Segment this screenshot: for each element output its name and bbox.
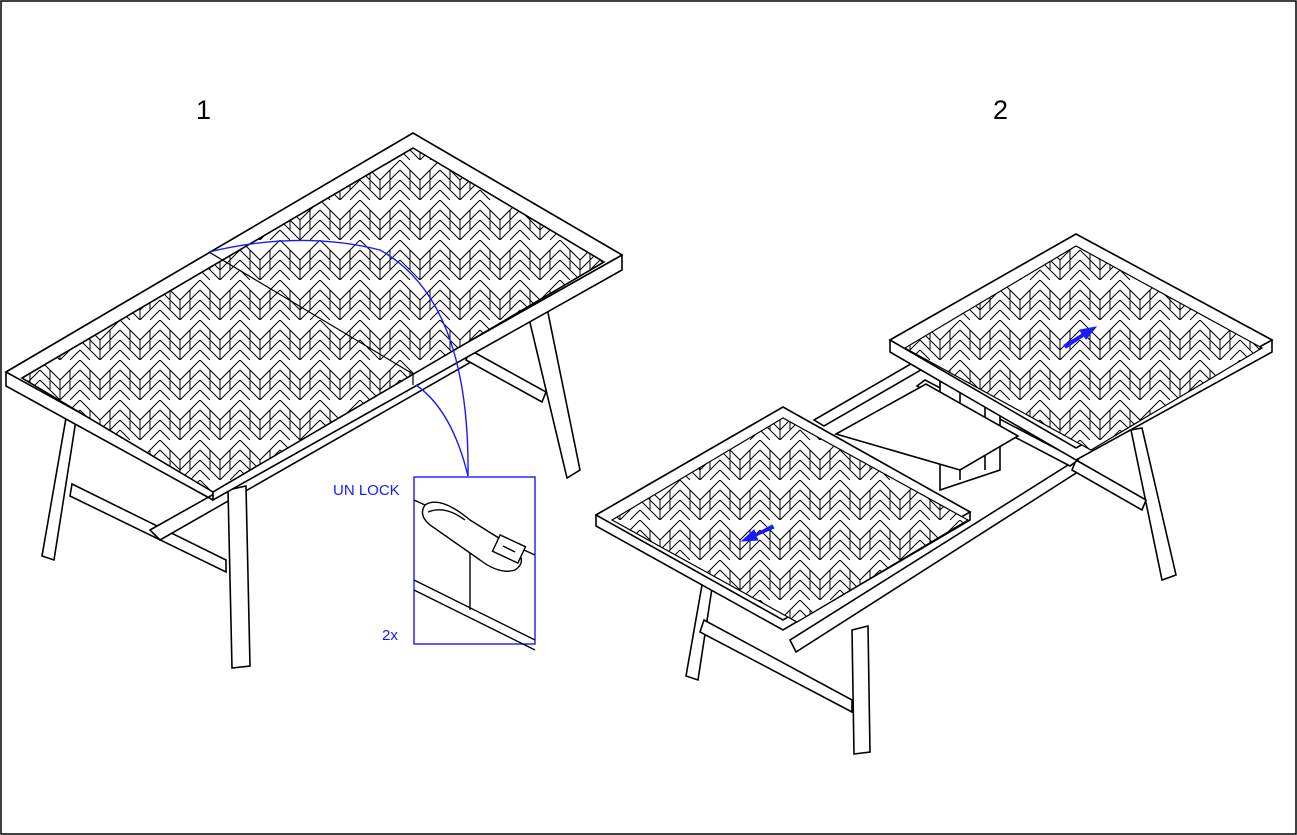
arrow-pull-right-icon [1063, 326, 1098, 349]
table-closed [4, 132, 624, 669]
step-number-2: 2 [993, 95, 1009, 125]
table2-stretcher-side [699, 618, 853, 714]
table1-top-inner [20, 147, 606, 493]
table2-stretcher-right [1070, 458, 1148, 512]
step-number-1: 1 [196, 95, 212, 125]
table2-leg-front-left [851, 624, 871, 755]
table1-stretcher-side [69, 482, 227, 574]
table1-leg-front-left [227, 485, 251, 669]
arrow-pull-left-icon [740, 524, 775, 542]
unlock-callout-lines [208, 239, 469, 477]
table1-seam [208, 251, 414, 375]
latch-handle [421, 501, 523, 572]
table2-leg-back-right [1130, 427, 1177, 582]
unlock-detail-inset [413, 476, 536, 651]
pull-arrows [740, 326, 1098, 542]
unlock-label: UN LOCK [333, 482, 400, 499]
quantity-label: 2x [382, 627, 398, 644]
table1-stretcher-right [464, 348, 548, 404]
table-extended [594, 233, 1274, 755]
